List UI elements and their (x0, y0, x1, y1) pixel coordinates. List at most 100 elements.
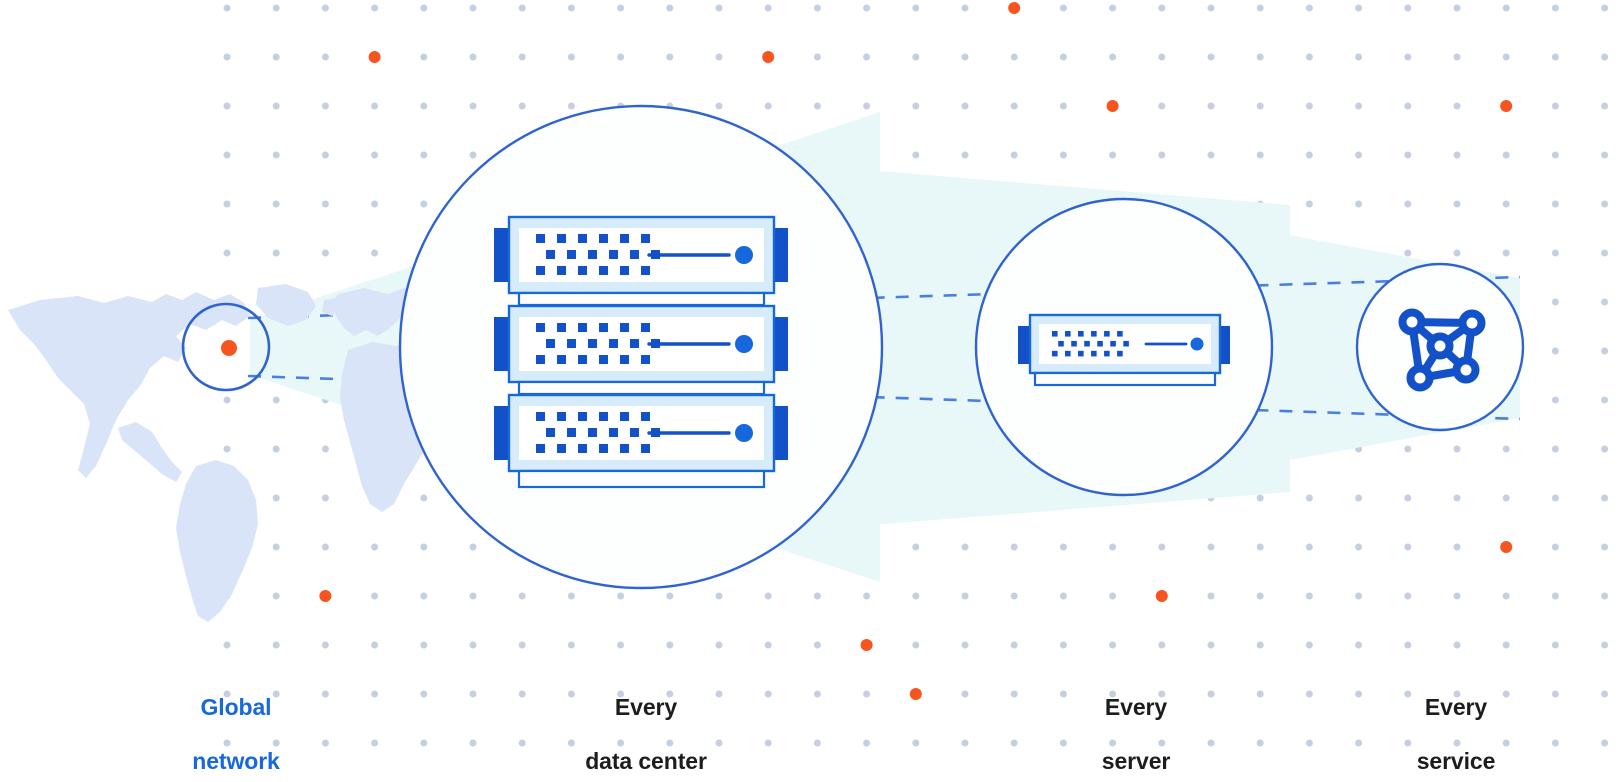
grid-dot (420, 494, 428, 502)
grid-dot (1305, 641, 1313, 649)
grid-dot (912, 543, 920, 551)
grid-dot (813, 592, 821, 600)
grid-dot (1158, 102, 1166, 110)
grid-dot (1355, 739, 1363, 747)
grid-dot (420, 641, 428, 649)
grid-dot (764, 592, 772, 600)
grid-dot (1256, 543, 1264, 551)
label-every-server-line2: server (1101, 748, 1171, 774)
grid-dot (1109, 690, 1117, 698)
grid-dot (1010, 641, 1018, 649)
location-pin-dot (221, 340, 237, 356)
grid-dot (1551, 249, 1559, 257)
grid-dot (1158, 739, 1166, 747)
grid-dot (321, 494, 329, 502)
grid-dot (666, 4, 674, 12)
label-every-data-center-line2: data center (585, 748, 707, 774)
grid-dot (1551, 347, 1559, 355)
grid-dot (617, 592, 625, 600)
grid-dot (1059, 151, 1067, 159)
grid-dot (1453, 641, 1461, 649)
grid-dot (1551, 53, 1559, 61)
grid-dot (420, 543, 428, 551)
grid-dot (1404, 641, 1412, 649)
grid-dot (863, 4, 871, 12)
grid-dot (1109, 739, 1117, 747)
grid-dot (764, 4, 772, 12)
grid-dot (813, 4, 821, 12)
grid-dot (863, 592, 871, 600)
grid-dot (1551, 543, 1559, 551)
grid-dot (1601, 347, 1609, 355)
grid-dot (1059, 4, 1067, 12)
grid-dot (1502, 200, 1510, 208)
grid-dot (1207, 690, 1215, 698)
grid-dot (1207, 641, 1215, 649)
grid-dot (371, 690, 379, 698)
grid-dot (272, 102, 280, 110)
circle-global-network-focus (181, 302, 271, 392)
grid-dot (1502, 592, 1510, 600)
grid-dot (321, 690, 329, 698)
grid-dot (1453, 690, 1461, 698)
grid-dot (1551, 494, 1559, 502)
grid-dot (272, 4, 280, 12)
grid-dot (1502, 739, 1510, 747)
grid-dot (1453, 739, 1461, 747)
grid-dot (1305, 739, 1313, 747)
grid-dot (1207, 592, 1215, 600)
grid-dot (1010, 592, 1018, 600)
grid-dot (1109, 53, 1117, 61)
grid-dot (1305, 102, 1313, 110)
dashed-line-upper (247, 275, 1521, 320)
grid-dot (321, 543, 329, 551)
grid-dot (1059, 641, 1067, 649)
grid-dot-highlight (860, 639, 873, 651)
grid-dot (617, 690, 625, 698)
grid-dot (1305, 53, 1313, 61)
grid-dot (715, 102, 723, 110)
grid-dot (1502, 690, 1510, 698)
grid-dot (1207, 543, 1215, 551)
grid-dot (1158, 4, 1166, 12)
grid-dot-highlight (1500, 541, 1513, 553)
grid-dot (1453, 4, 1461, 12)
grid-dot (1404, 102, 1412, 110)
grid-dot (223, 690, 231, 698)
grid-dot (666, 641, 674, 649)
grid-dot (567, 4, 575, 12)
grid-dot (1059, 102, 1067, 110)
grid-dot (1010, 739, 1018, 747)
grid-dot (617, 739, 625, 747)
grid-dot (1010, 690, 1018, 698)
grid-dot (1551, 102, 1559, 110)
grid-dot (1601, 494, 1609, 502)
grid-dot (1453, 543, 1461, 551)
grid-dot (1502, 494, 1510, 502)
grid-dot (1305, 200, 1313, 208)
grid-dot (469, 4, 477, 12)
grid-dot (1158, 543, 1166, 551)
grid-dot (272, 690, 280, 698)
grid-dot (420, 690, 428, 698)
label-every-server-line1: Every (1104, 694, 1168, 720)
grid-dot (1601, 641, 1609, 649)
grid-dot (223, 200, 231, 208)
server-rack-unit-3 (494, 393, 788, 489)
grid-dot (567, 641, 575, 649)
grid-dot (1355, 4, 1363, 12)
grid-dot (1404, 4, 1412, 12)
grid-dot (1207, 53, 1215, 61)
grid-dot-highlight (909, 688, 922, 700)
grid-dot-highlight (1155, 590, 1168, 602)
grid-dot (764, 690, 772, 698)
grid-dot (1601, 445, 1609, 453)
grid-dot (223, 396, 231, 404)
grid-dot (961, 102, 969, 110)
grid-dot (961, 592, 969, 600)
grid-dot (371, 641, 379, 649)
grid-dot (666, 592, 674, 600)
grid-dot (961, 543, 969, 551)
